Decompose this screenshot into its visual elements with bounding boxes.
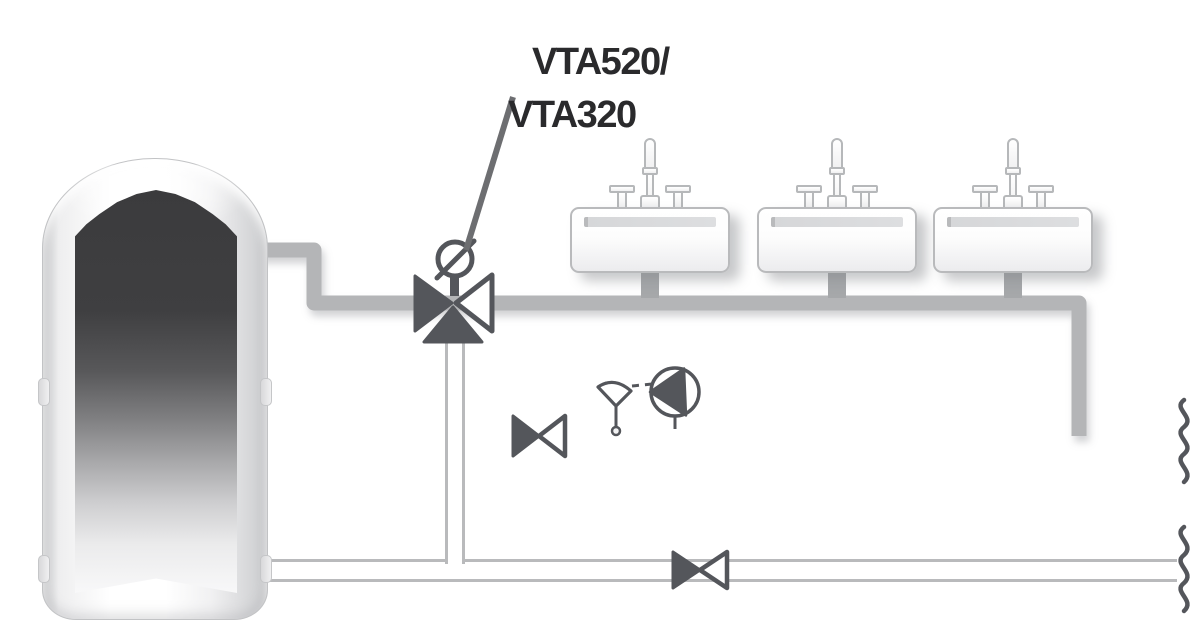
tank-seam [38,378,50,406]
check-valve-icon [511,413,568,459]
basin-drain-pipe [1004,271,1022,298]
storage-tank [38,158,272,620]
basin-drain-pipe [828,271,846,298]
actuator-stem [450,270,459,296]
cold-water-pipe [262,559,1177,582]
temperature-sensor-icon [596,380,653,437]
washbasin-1 [570,138,730,298]
pipe-break-icon [1178,397,1190,485]
basin-slot [771,217,903,227]
valve-model-label: VTA520/ VTA320 [508,36,670,142]
valve-cold-feed-pipe [445,338,465,564]
basin-body [757,207,917,273]
pointer-line [463,96,516,251]
valve-model-line1: VTA520/ [532,41,670,83]
valve-model-line2: VTA320 [508,94,637,136]
basin-slot [584,217,716,227]
washbasin-2 [757,138,917,298]
pipe-break-icon [1178,524,1190,614]
washbasin-3 [933,138,1093,298]
tank-seam [38,555,50,583]
tank-seam [260,555,272,583]
basin-body [933,207,1093,273]
basin-body [570,207,730,273]
basin-slot [947,217,1079,227]
valve-right-port [453,272,495,334]
basin-drain-pipe [641,271,659,298]
knob-slash [434,238,477,281]
valve-left-port [413,274,454,333]
thermostat-knob-icon [435,239,475,279]
sensor-pump-dashed-link [631,382,653,388]
pump-icon [648,366,701,429]
mixing-valve-icon [413,238,495,344]
tank-cutaway [75,190,237,593]
valve-bottom-port [422,305,484,344]
tank-seam [260,378,272,406]
